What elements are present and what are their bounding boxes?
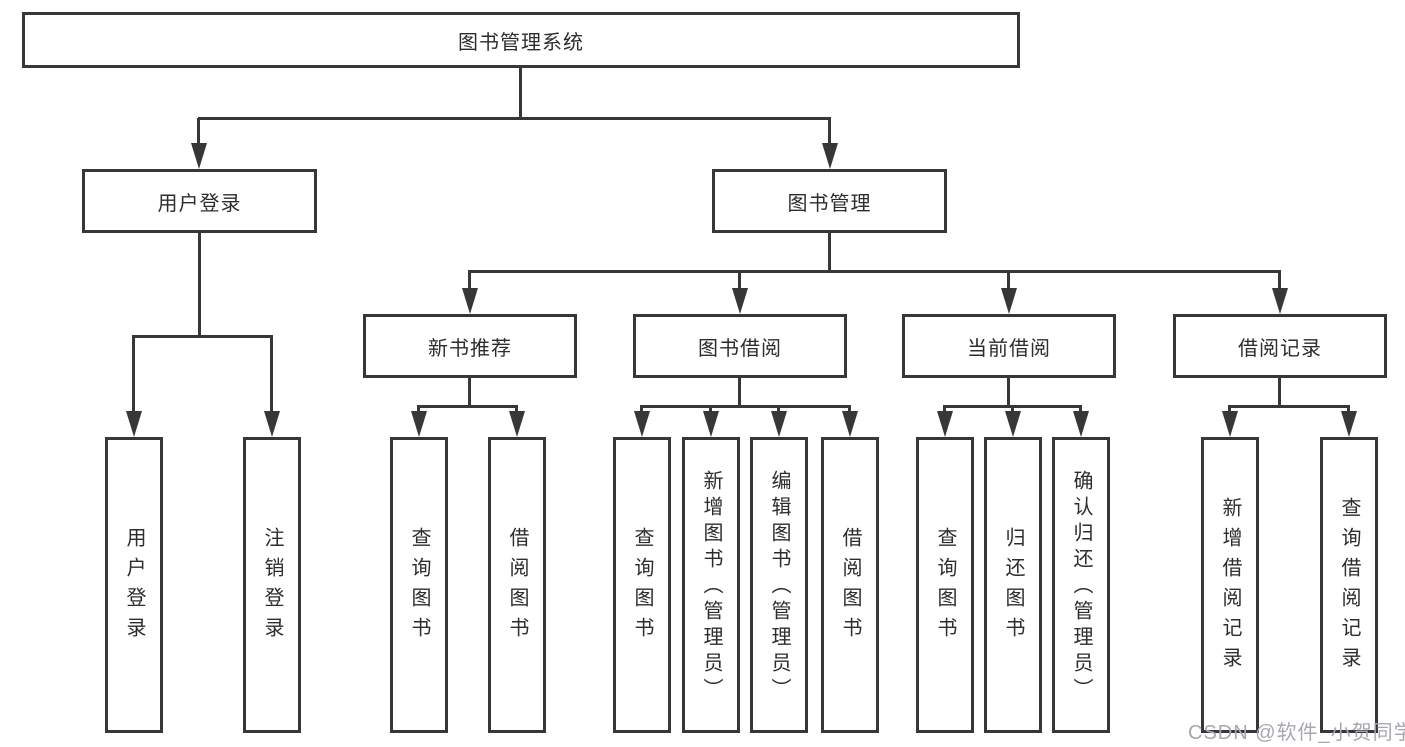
connector-arrowhead xyxy=(1005,411,1021,437)
connector-stub xyxy=(468,271,471,290)
connector-arrowhead xyxy=(126,411,142,437)
connector-stub xyxy=(777,406,780,413)
connector-arrowhead xyxy=(937,411,953,437)
connector-arrowhead xyxy=(771,411,787,437)
node-book-borrow: 图书借阅 xyxy=(633,314,847,378)
leaf-borrow-book: 借阅图书 xyxy=(821,437,879,733)
connector-arrowhead xyxy=(462,288,478,314)
connector-stem xyxy=(519,68,522,120)
connector-stub xyxy=(943,406,946,413)
connector-arrowhead xyxy=(411,411,427,437)
leaf-logout: 注销登录 xyxy=(243,437,301,733)
connector-arrowhead xyxy=(1073,411,1089,437)
leaf-user-login: 用户登录 xyxy=(105,437,163,733)
leaf-current-return: 归还图书 xyxy=(984,437,1042,733)
leaf-borrow-query: 查询图书 xyxy=(613,437,671,733)
connector-stub xyxy=(1347,406,1350,413)
connector-arrowhead xyxy=(634,411,650,437)
leaf-current-confirm-admin: 确认归还（管理员） xyxy=(1052,437,1110,733)
connector-stub xyxy=(197,118,200,145)
connector-stub xyxy=(132,336,135,413)
connector-stub xyxy=(828,118,831,145)
connector-arrowhead xyxy=(822,143,838,169)
node-new-book-recommend: 新书推荐 xyxy=(363,314,577,378)
leaf-newbook-borrow: 借阅图书 xyxy=(488,437,546,733)
connector-stub xyxy=(1079,406,1082,413)
node-system-root: 图书管理系统 xyxy=(22,12,1020,68)
connector-stem xyxy=(828,233,831,273)
leaf-borrow-add-admin: 新增图书（管理员） xyxy=(682,437,740,733)
node-book-management: 图书管理 xyxy=(712,169,947,233)
connector-stem xyxy=(1278,378,1281,408)
connector-stub xyxy=(738,271,741,290)
connector-arrowhead xyxy=(1341,411,1357,437)
watermark: CSDN @软件_小贺同学 xyxy=(1188,722,1405,744)
node-current-borrow: 当前借阅 xyxy=(902,314,1116,378)
connector-hline xyxy=(1228,405,1350,408)
node-user-login: 用户登录 xyxy=(82,169,317,233)
connector-stem xyxy=(738,378,741,408)
leaf-records-add: 新增借阅记录 xyxy=(1201,437,1259,733)
connector-hline xyxy=(198,117,831,120)
node-borrow-records: 借阅记录 xyxy=(1173,314,1387,378)
connector-stub xyxy=(848,406,851,413)
connector-arrowhead xyxy=(1222,411,1238,437)
connector-arrowhead xyxy=(1001,288,1017,314)
connector-stub xyxy=(515,406,518,413)
leaf-borrow-edit-admin: 编辑图书（管理员） xyxy=(750,437,808,733)
connector-stub xyxy=(1228,406,1231,413)
connector-stem xyxy=(468,378,471,408)
connector-arrowhead xyxy=(264,411,280,437)
connector-arrowhead xyxy=(1272,288,1288,314)
connector-stub xyxy=(640,406,643,413)
connector-arrowhead xyxy=(703,411,719,437)
connector-arrowhead xyxy=(191,143,207,169)
connector-hline xyxy=(640,405,851,408)
connector-stem xyxy=(1007,378,1010,408)
connector-hline xyxy=(132,335,273,338)
connector-stub xyxy=(1011,406,1014,413)
connector-stub xyxy=(1007,271,1010,290)
connector-arrowhead xyxy=(509,411,525,437)
connector-arrowhead xyxy=(842,411,858,437)
leaf-current-query: 查询图书 xyxy=(916,437,974,733)
connector-stub xyxy=(1278,271,1281,290)
connector-stub xyxy=(709,406,712,413)
connector-stub xyxy=(270,336,273,413)
connector-hline xyxy=(468,270,1281,273)
connector-arrowhead xyxy=(732,288,748,314)
connector-hline xyxy=(417,405,518,408)
leaf-records-query: 查询借阅记录 xyxy=(1320,437,1378,733)
connector-stem xyxy=(198,233,201,338)
leaf-newbook-query: 查询图书 xyxy=(390,437,448,733)
connector-stub xyxy=(417,406,420,413)
